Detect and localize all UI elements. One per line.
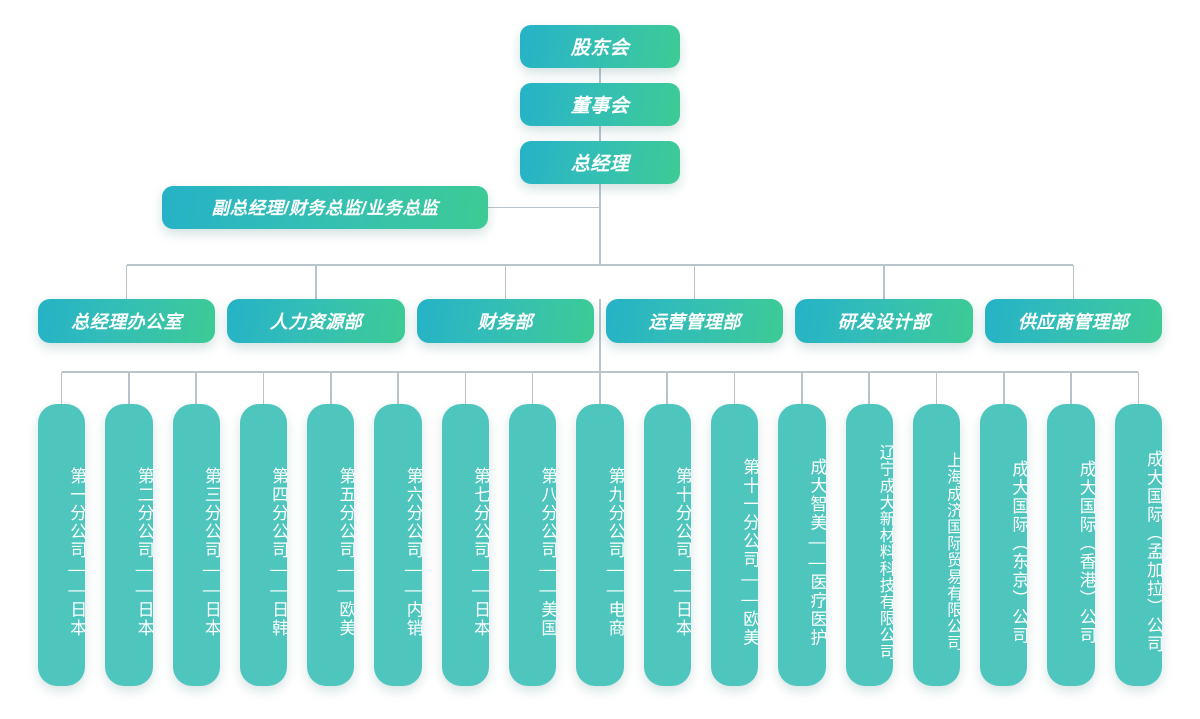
node-label: 第五分公司——欧美 <box>336 466 355 638</box>
node-deputy-general-manager[interactable]: 副总经理/财务总监/业务总监 <box>162 186 488 229</box>
connector-vertical <box>1002 372 1005 404</box>
connector-vertical <box>935 372 938 404</box>
node-label: 总经理 <box>570 154 630 175</box>
node-label: 第九分公司——电商 <box>605 466 624 638</box>
node-label: 第一分公司——日本 <box>67 466 86 638</box>
node-department-supplier[interactable]: 供应商管理部 <box>984 299 1162 343</box>
node-label: 运营管理部 <box>648 312 741 332</box>
node-department-gm-office[interactable]: 总经理办公室 <box>38 299 216 343</box>
node-label: 财务部 <box>477 312 534 332</box>
connector-vertical <box>262 372 265 404</box>
connector-vertical <box>464 372 467 404</box>
node-branch-07[interactable]: 第七分公司——日本 <box>441 404 490 686</box>
connector-vertical <box>599 372 601 404</box>
node-label: 副总经理/财务总监/业务总监 <box>211 198 439 218</box>
node-branch-14[interactable]: 上海成济国际贸易有限公司 <box>912 404 961 686</box>
node-branch-09[interactable]: 第九分公司——电商 <box>576 404 624 686</box>
node-label: 第十分公司——日本 <box>672 466 691 638</box>
connector-vertical <box>504 265 507 299</box>
node-branch-03[interactable]: 第三分公司——日本 <box>172 404 220 686</box>
node-branch-04[interactable]: 第四分公司——日韩 <box>239 404 288 686</box>
connector-vertical <box>868 372 870 404</box>
connector-horizontal <box>488 206 600 209</box>
node-branch-17[interactable]: 成大国际（孟加拉）公司 <box>1114 404 1162 686</box>
connector-vertical <box>599 184 601 265</box>
connector-vertical <box>195 372 198 404</box>
connector-vertical <box>1137 372 1140 404</box>
node-label: 第六分公司——内销 <box>403 466 422 638</box>
node-label: 人力资源部 <box>269 312 363 332</box>
connector-horizontal <box>61 371 1139 373</box>
connector-vertical <box>599 343 601 372</box>
node-label: 供应商管理部 <box>1017 312 1129 332</box>
node-department-finance[interactable]: 财务部 <box>416 299 594 343</box>
node-label: 第十一分公司——欧美 <box>740 457 759 647</box>
node-branch-06[interactable]: 第六分公司——内销 <box>374 404 422 686</box>
node-branch-08[interactable]: 第八分公司——美国 <box>509 404 557 686</box>
node-label: 上海成济国际贸易有限公司 <box>944 452 961 652</box>
node-label: 研发设计部 <box>837 312 931 332</box>
connector-vertical <box>1072 265 1075 299</box>
node-department-operations[interactable]: 运营管理部 <box>606 299 784 343</box>
connector-vertical <box>128 372 130 404</box>
node-label: 成大智美——医疗医护 <box>807 457 826 647</box>
node-label: 第四分公司——日韩 <box>269 466 288 638</box>
connector-vertical <box>125 265 128 299</box>
connector-vertical <box>330 372 332 404</box>
connector-horizontal <box>126 264 1074 266</box>
node-label: 第八分公司——美国 <box>538 466 557 638</box>
node-branch-13[interactable]: 辽宁成大新材料科技有限公司 <box>845 404 893 686</box>
connector-vertical <box>883 265 885 299</box>
node-branch-05[interactable]: 第五分公司——欧美 <box>307 404 355 686</box>
node-label: 股东会 <box>570 38 630 59</box>
node-label: 总经理办公室 <box>71 312 183 332</box>
connector-vertical <box>693 265 696 299</box>
node-department-hr[interactable]: 人力资源部 <box>227 299 405 343</box>
node-board[interactable]: 董事会 <box>520 83 680 126</box>
connector-vertical <box>315 265 317 299</box>
node-branch-15[interactable]: 成大国际（东京）公司 <box>980 404 1028 686</box>
node-branch-12[interactable]: 成大智美——医疗医护 <box>778 404 826 686</box>
connector-vertical <box>1070 372 1072 404</box>
connector-vertical <box>599 68 601 83</box>
connector-vertical <box>531 372 534 404</box>
connector-vertical <box>801 372 803 404</box>
node-branch-02[interactable]: 第二分公司——日本 <box>105 404 153 686</box>
node-label: 成大国际（香港）公司 <box>1076 459 1095 645</box>
connector-vertical <box>733 372 736 404</box>
node-branch-10[interactable]: 第十分公司——日本 <box>643 404 691 686</box>
node-branch-11[interactable]: 第十一分公司——欧美 <box>710 404 759 686</box>
connector-vertical <box>599 299 601 343</box>
node-label: 成大国际（东京）公司 <box>1009 459 1028 645</box>
node-branch-16[interactable]: 成大国际（香港）公司 <box>1047 404 1095 686</box>
node-label: 第七分公司——日本 <box>471 466 490 638</box>
connector-vertical <box>599 126 601 141</box>
node-shareholders[interactable]: 股东会 <box>520 25 680 68</box>
node-branch-01[interactable]: 第一分公司——日本 <box>38 404 86 686</box>
node-label: 成大国际（孟加拉）公司 <box>1143 450 1162 654</box>
node-label: 董事会 <box>570 96 630 117</box>
node-general-manager[interactable]: 总经理 <box>520 141 680 184</box>
node-label: 辽宁成大新材料科技有限公司 <box>876 444 893 660</box>
connector-vertical <box>666 372 669 404</box>
node-department-rnd[interactable]: 研发设计部 <box>795 299 973 343</box>
connector-vertical <box>60 372 63 404</box>
node-label: 第三分公司——日本 <box>201 466 220 638</box>
node-label: 第二分公司——日本 <box>134 466 153 638</box>
connector-vertical <box>397 372 399 404</box>
